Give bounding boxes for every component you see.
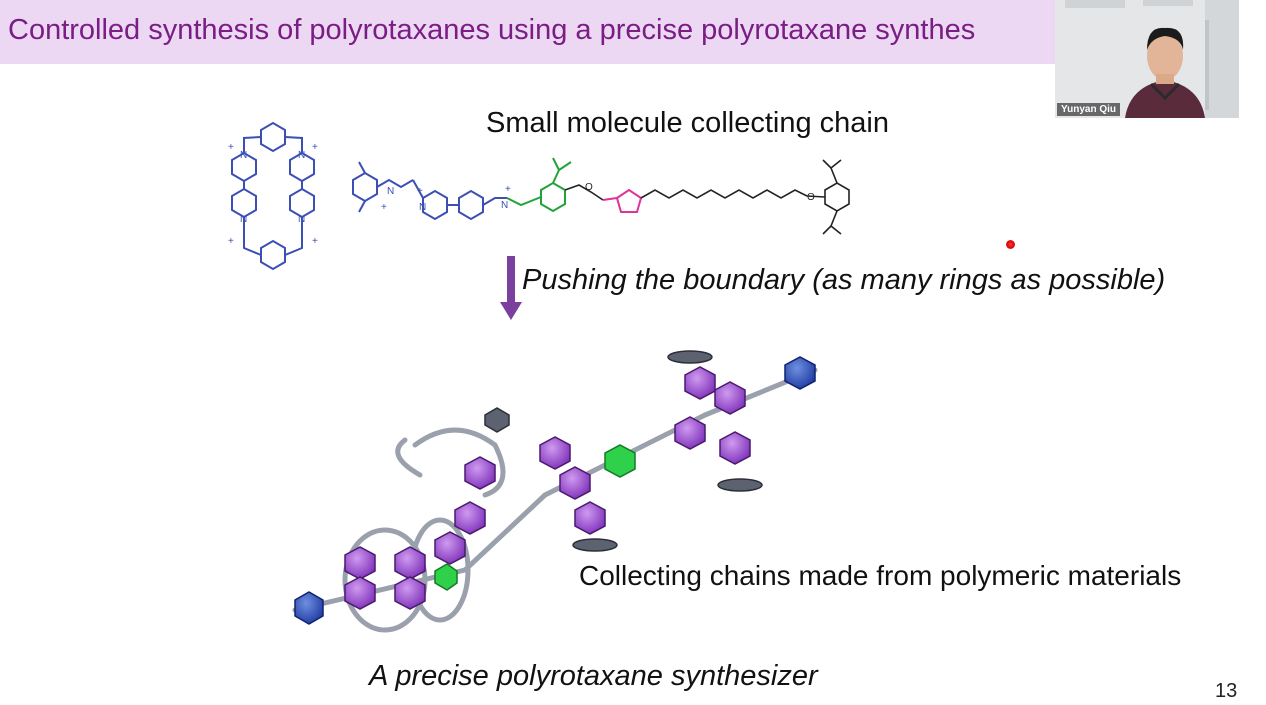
chem-plus: + [417, 186, 423, 197]
chem-n: N [298, 214, 305, 225]
chem-n: N [501, 200, 508, 211]
chem-plus: + [228, 236, 234, 247]
chem-n: N [298, 150, 305, 161]
down-arrow-icon [500, 256, 522, 320]
chem-n: N [240, 150, 247, 161]
chem-plus: + [312, 236, 318, 247]
slide-title: Controlled synthesis of polyrotaxanes us… [8, 14, 976, 46]
caption-collecting-chains: Collecting chains made from polymeric ma… [579, 560, 1182, 591]
screen-edge [1239, 0, 1266, 118]
chem-plus: + [228, 142, 234, 153]
caption-pushing-boundary: Pushing the boundary (as many rings as p… [522, 264, 1166, 296]
chem-n: N [419, 202, 426, 213]
chem-n: N [240, 214, 247, 225]
chem-n: N [387, 186, 394, 197]
caption-synthesizer: A precise polyrotaxane synthesizer [369, 660, 818, 692]
page-number: 13 [1215, 680, 1238, 702]
laser-pointer [1006, 240, 1015, 249]
chem-plus: + [381, 202, 387, 213]
chem-o: O [807, 192, 815, 203]
chem-plus: + [505, 184, 511, 195]
participant-video[interactable]: Yunyan Qiu [1055, 0, 1239, 118]
participant-video-feed [1055, 0, 1239, 118]
chem-plus: + [312, 142, 318, 153]
small-molecule-chain: N + + N N + O O [352, 157, 850, 235]
participant-name: Yunyan Qiu [1057, 103, 1121, 116]
chem-o: O [585, 182, 593, 193]
polyrotaxane-3d-model [292, 350, 818, 633]
caption-small-molecule: Small molecule collecting chain [486, 107, 889, 139]
cyclophane-structure: + + + + N N N N [228, 121, 318, 271]
